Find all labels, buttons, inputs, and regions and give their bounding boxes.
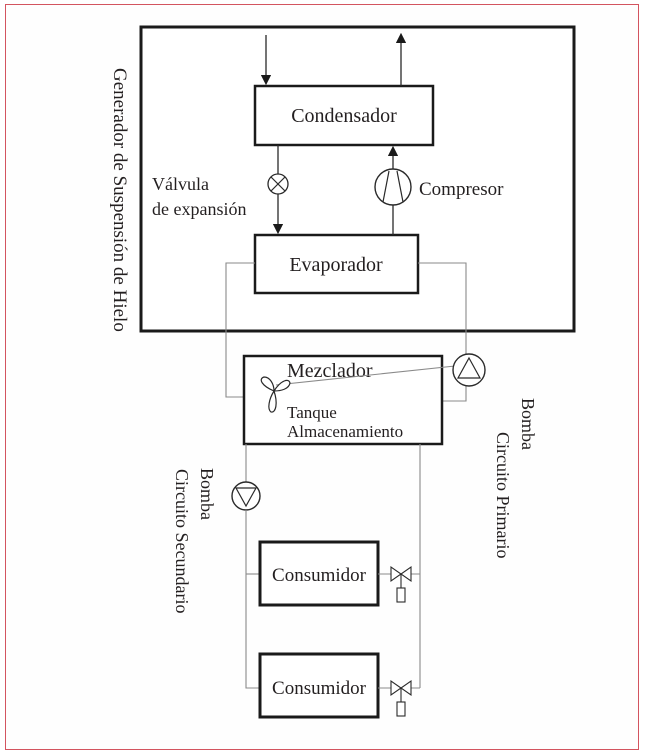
tank-label-line2: Almacenamiento bbox=[287, 422, 403, 441]
condenser-label: Condensador bbox=[291, 105, 397, 127]
control-valve-icon-1 bbox=[390, 565, 412, 603]
consumer-box-2 bbox=[258, 652, 380, 719]
secondary-pump-icon bbox=[231, 481, 261, 511]
brine-line-left bbox=[225, 262, 255, 398]
tank-label-line1: Tanque bbox=[287, 403, 337, 422]
primary-pump-label-line1: Bomba bbox=[518, 398, 538, 450]
brine-line-right-return bbox=[442, 386, 467, 402]
secondary-pump-label-line1: Bomba bbox=[197, 468, 217, 520]
valve-label-line2: de expansión bbox=[152, 199, 246, 219]
expansion-valve-icon bbox=[267, 173, 289, 195]
consumer-box-1 bbox=[258, 540, 380, 607]
secondary-supply-line-lower bbox=[245, 510, 260, 689]
mixer-label: Mezclador bbox=[287, 360, 373, 382]
consumer-label-1: Consumidor bbox=[272, 565, 367, 586]
brine-line-right bbox=[418, 262, 467, 354]
control-valve-icon-2 bbox=[390, 679, 412, 717]
mixer-feed-line bbox=[275, 365, 456, 386]
compressor-icon bbox=[374, 168, 412, 206]
secondary-pump-label-line2: Circuito Secundario bbox=[172, 469, 192, 613]
valve-label-line1: Válvula bbox=[152, 174, 209, 194]
primary-pump-label-line2: Circuito Primario bbox=[493, 432, 513, 558]
condenser-box bbox=[253, 84, 435, 147]
propeller-icon bbox=[260, 376, 291, 413]
evaporator-label: Evaporador bbox=[289, 254, 383, 276]
consumer-label-2: Consumidor bbox=[272, 678, 367, 699]
generator-label: Generador de Suspensión de Hielo bbox=[109, 68, 130, 332]
evaporator-box bbox=[253, 233, 420, 295]
compressor-label: Compresor bbox=[419, 179, 504, 200]
primary-pump-icon bbox=[452, 353, 486, 387]
